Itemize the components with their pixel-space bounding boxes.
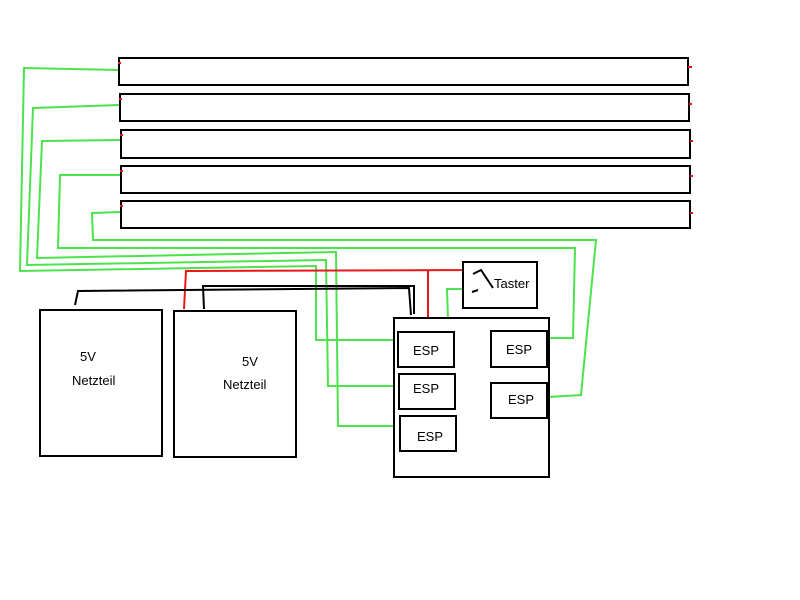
esp-module-5-label: ESP [508, 392, 534, 407]
led-strip-4 [120, 165, 691, 194]
power-supply-1-voltage: 5V [80, 349, 96, 364]
strip-end-markers [118, 62, 693, 214]
switch-symbol-icon [472, 268, 494, 289]
power-supply-1: 5V Netzteil [39, 309, 163, 457]
power-supply-2: 5V Netzteil [173, 310, 297, 458]
power-supply-2-voltage: 5V [242, 354, 258, 369]
esp-module-1-label: ESP [413, 343, 439, 358]
esp-module-2-label: ESP [413, 381, 439, 396]
switch-taster: Taster [462, 261, 538, 309]
led-strip-5 [120, 200, 691, 229]
esp-module-2: ESP [398, 373, 456, 410]
esp-module-4-label: ESP [506, 342, 532, 357]
data-wire-strip4 [56, 174, 577, 339]
power-supply-2-label: Netzteil [223, 377, 266, 392]
data-wire-strip5 [90, 211, 598, 398]
power-supply-1-label: Netzteil [72, 373, 115, 388]
esp-module-5: ESP [490, 382, 548, 419]
ground-wire-psu2 [201, 285, 415, 314]
data-wire-strip1 [18, 66, 397, 341]
esp-module-1: ESP [397, 331, 455, 368]
led-strip-1 [118, 57, 689, 86]
data-wire-strip3 [35, 139, 398, 427]
switch-label: Taster [494, 276, 530, 291]
data-wire-strip2 [25, 104, 398, 387]
led-strip-3 [120, 129, 691, 159]
esp-module-3-label: ESP [417, 429, 443, 444]
ground-wire-psu1 [74, 286, 412, 316]
led-strip-2 [119, 93, 690, 122]
esp-module-3: ESP [399, 415, 457, 452]
esp-module-4: ESP [490, 330, 548, 368]
